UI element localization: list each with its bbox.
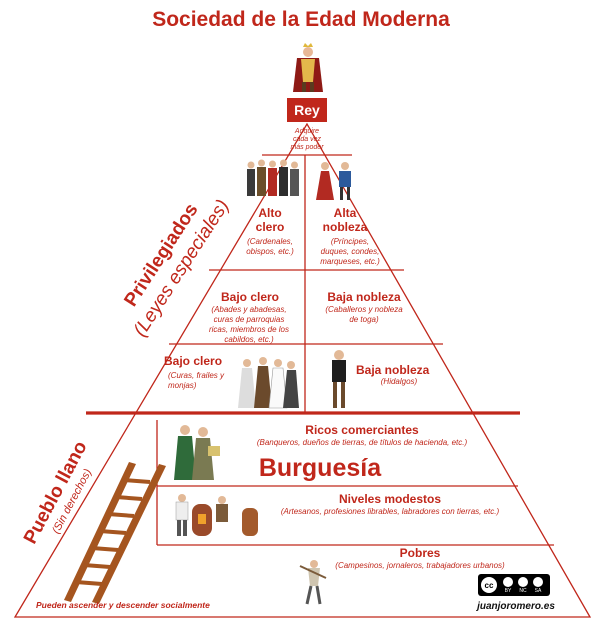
- baja-nobleza-1-note-2: de toga): [349, 315, 379, 324]
- pyramid-outline: [13, 122, 592, 618]
- bajo-clero-1-note-2: curas de parroquias: [213, 315, 285, 324]
- cc-nc: NC: [519, 588, 527, 594]
- page-title: Sociedad de la Edad Moderna: [152, 8, 450, 31]
- alta-nobleza-line1: Alta: [333, 206, 357, 220]
- peasant-icon: [299, 560, 327, 605]
- craftsmen-icon: [175, 494, 258, 536]
- svg-text:cc: cc: [485, 581, 494, 590]
- bajo-clero-2-note-2: monjas): [168, 381, 197, 390]
- alto-clero-line2: clero: [255, 220, 285, 234]
- pobres-note: (Campesinos, jornaleros, trabajadores ur…: [335, 561, 505, 570]
- alta-nobleza-note-3: marqueses, etc.): [320, 257, 380, 266]
- bajo-clero-1-note-3: ricas, miembros de los: [208, 325, 290, 334]
- baja-nobleza-2-note: (Hidalgos): [380, 377, 418, 386]
- bajo-clero-1-note-1: (Abades y abadesas,: [211, 305, 287, 314]
- alta-nobleza-note-2: duques, condes,: [320, 247, 380, 256]
- alta-nobleza-line2: nobleza: [322, 220, 368, 234]
- nobles-couple-icon: [316, 162, 351, 200]
- hidalgo-icon: [332, 350, 346, 408]
- movilidad-note: Pueden ascender y descender socialmente: [36, 600, 210, 610]
- alto-clero-note-2: obispos, etc.): [246, 247, 294, 256]
- alto-clero-line1: Alto: [258, 206, 282, 220]
- cc-sa: SA: [534, 588, 542, 594]
- ricos-note: (Banqueros, dueños de tierras, de título…: [256, 438, 468, 447]
- bajo-clero-2-note-1: (Curas, frailes y: [168, 371, 225, 380]
- bajo-clero-1-label: Bajo clero: [220, 290, 280, 304]
- cc-by: BY: [504, 588, 512, 594]
- modestos-label: Niveles modestos: [338, 492, 442, 506]
- monks-icon: [238, 357, 299, 409]
- bajo-clero-2-label: Bajo clero: [164, 354, 223, 368]
- modestos-note: (Artesanos, profesiones librables, labra…: [280, 507, 500, 516]
- king-figure-icon: [293, 43, 323, 92]
- credit-link[interactable]: juanjoromero.es: [477, 601, 555, 612]
- baja-nobleza-1-label: Baja nobleza: [327, 290, 401, 304]
- ricos-label: Ricos comerciantes: [305, 423, 419, 437]
- baja-nobleza-2-label: Baja nobleza: [356, 363, 430, 377]
- alta-nobleza-note-1: (Príncipes,: [330, 237, 370, 246]
- rey-note-3: más poder: [290, 144, 324, 151]
- clergy-group-icon: [247, 159, 299, 196]
- rey-note-1: Adquire: [294, 128, 320, 135]
- rey-label: Rey: [287, 98, 327, 122]
- merchants-icon: [174, 425, 220, 480]
- baja-nobleza-1-note-1: (Caballeros y nobleza: [325, 305, 403, 314]
- pobres-label: Pobres: [399, 546, 441, 560]
- bajo-clero-1-note-4: cabildos, etc.): [224, 335, 274, 344]
- ladder-icon: [64, 462, 166, 604]
- rey-note-2: cada vez: [292, 136, 322, 143]
- cc-license-badge-icon: cc BY NC SA: [478, 574, 550, 596]
- burguesia-label: Burguesía: [258, 454, 382, 482]
- alto-clero-note-1: (Cardenales,: [247, 237, 293, 246]
